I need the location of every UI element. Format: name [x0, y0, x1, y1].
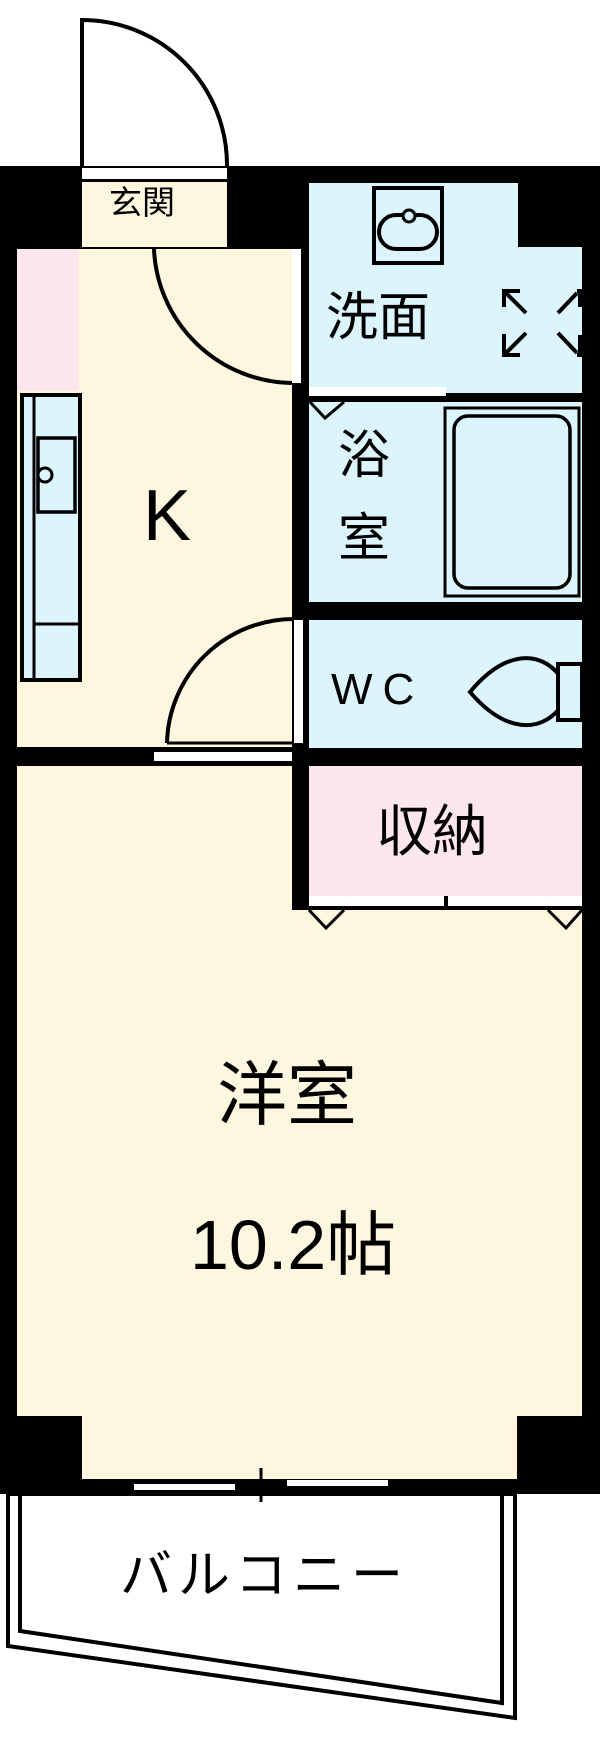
senmen-floor-ext — [309, 247, 582, 393]
wc-door-swing — [165, 617, 295, 744]
bathroom-label-2: 室 — [338, 509, 391, 569]
kitchen-room-door-panel — [154, 752, 292, 761]
washing-machine-icon — [502, 289, 582, 357]
entrance-door-swing — [80, 17, 230, 167]
western-room-floor-main — [17, 910, 582, 1416]
storage-label: 収納 — [376, 800, 488, 865]
senmen-door-panel — [309, 387, 446, 396]
bath-door-marker — [308, 400, 345, 421]
bathtub-inner — [452, 414, 572, 590]
balcony-outline-outer — [6, 1492, 517, 1721]
storage-door-marker-right — [546, 908, 584, 931]
window-sash-left — [134, 1484, 235, 1490]
genkan-threshold — [82, 168, 227, 179]
kitchen-counter — [20, 393, 82, 682]
storage-floor — [309, 766, 582, 896]
wc-door-panel — [294, 620, 303, 743]
wc-label: WC — [331, 665, 425, 714]
storage-door-marker-left — [307, 908, 346, 931]
refrigerator-space — [17, 249, 79, 391]
balcony-label: バルコニー — [120, 1546, 409, 1606]
wc-floor — [309, 620, 582, 748]
genkan-label: 玄関 — [109, 183, 175, 222]
window-sash-right — [287, 1480, 388, 1486]
western-room-floor-lower — [82, 1416, 517, 1479]
kitchen-door-panel — [292, 249, 301, 383]
genkan-floor — [82, 182, 227, 247]
sink-faucet — [36, 466, 54, 484]
western-room-size: 10.2帖 — [190, 1206, 397, 1284]
washbasin-faucet — [401, 208, 417, 224]
genkan-door-swing — [152, 248, 293, 385]
toilet-bowl — [467, 656, 562, 728]
bathroom-label-1: 浴 — [338, 426, 391, 486]
bathtub-outer — [443, 406, 581, 598]
washbasin — [372, 186, 444, 265]
toilet-tank — [556, 662, 584, 722]
storage-door-right — [448, 896, 582, 906]
balcony-outline-inner — [18, 1492, 504, 1706]
storage-door-left — [309, 896, 444, 906]
kitchen-label: K — [143, 476, 192, 556]
senmen-label: 洗面 — [326, 288, 431, 348]
western-room-label: 洋室 — [217, 1054, 357, 1136]
